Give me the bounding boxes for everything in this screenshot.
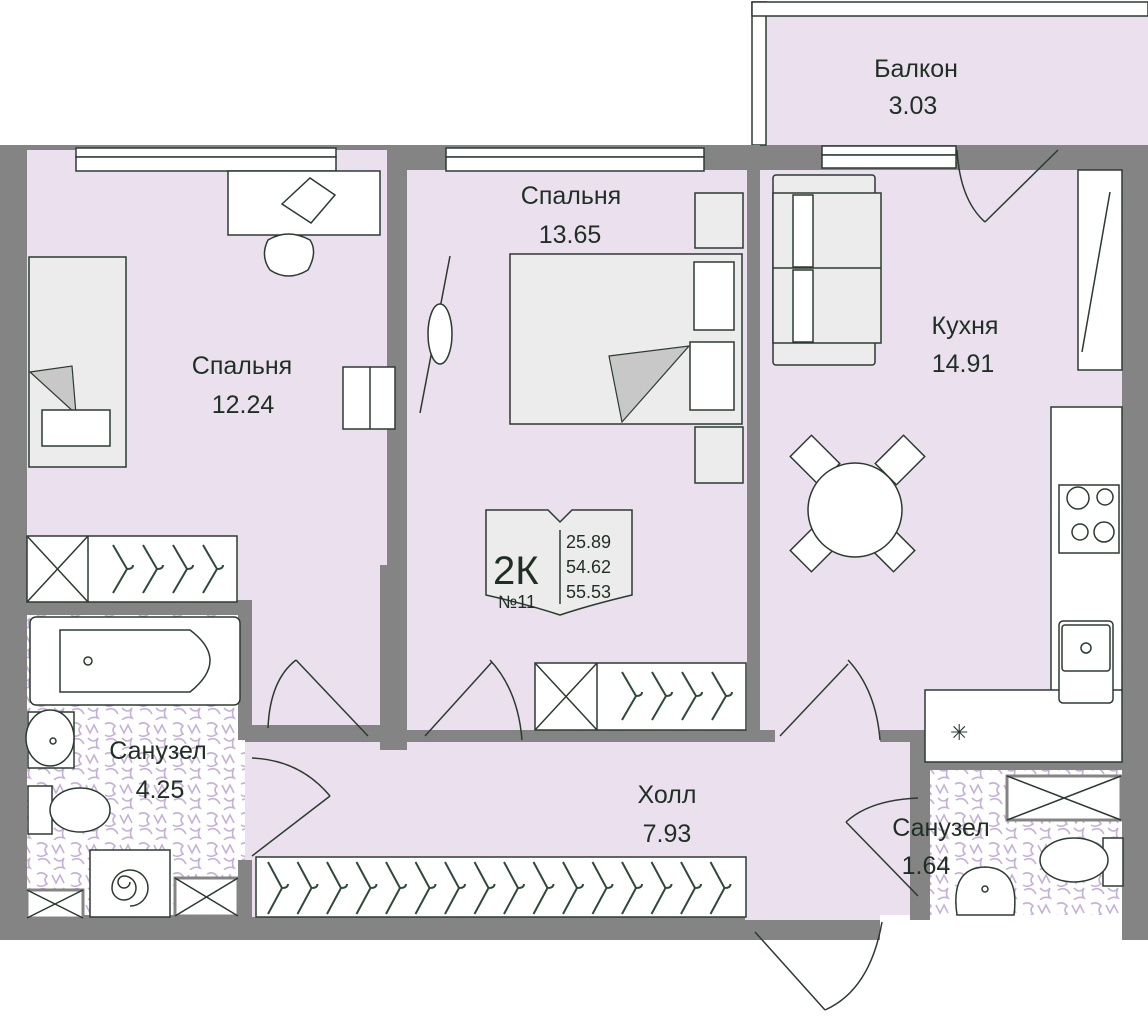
hanger-icon <box>562 861 584 915</box>
hanger-icon <box>532 861 555 915</box>
kitchen-area: 14.91 <box>932 350 995 378</box>
hanger-icon <box>172 544 194 594</box>
bedroom-center-area: 13.65 <box>539 221 602 249</box>
balcony-area: 3.03 <box>889 92 938 120</box>
hanger-icon <box>296 861 319 915</box>
sink-icon <box>25 709 75 769</box>
bathroom-right-area: 1.64 <box>902 852 951 880</box>
area-badge: 2К №11 25.89 54.62 55.53 <box>485 509 633 616</box>
bathtub-icon <box>29 616 241 706</box>
chair-icon <box>263 233 315 277</box>
wardrobe-bedroom-center <box>534 662 747 731</box>
doors[interactable] <box>251 149 1059 1011</box>
tv-kitchen-icon <box>1077 169 1123 371</box>
bathroom-right-fixtures <box>955 774 1124 916</box>
hanger-icon <box>651 671 673 721</box>
hanger-icon <box>202 544 224 594</box>
hanger-icon <box>142 544 164 594</box>
kitchen-counter: ✳ <box>924 406 1123 763</box>
hanger-icon <box>444 861 466 915</box>
laptop-icon <box>280 177 337 224</box>
hanger-icon <box>267 861 289 915</box>
partitions <box>20 145 1148 940</box>
hanger-icon <box>650 861 673 915</box>
bedroom-center-furniture <box>419 192 744 484</box>
fridge-icon: ✳ <box>950 720 968 745</box>
hanger-icon <box>326 861 348 915</box>
bathroom-left-name: Санузел <box>109 737 206 765</box>
wardrobe-bedroom-left <box>26 535 238 603</box>
bathroom-left-fixtures <box>25 616 241 920</box>
bedroom-left-name: Спальня <box>192 352 292 380</box>
bathroom-left-area: 4.25 <box>136 776 185 804</box>
toilet-right-icon <box>1039 837 1124 887</box>
balcony <box>751 1 1148 148</box>
bedroom-left-area: 12.24 <box>212 391 275 419</box>
hall-area: 7.93 <box>643 820 692 848</box>
hanger-icon <box>355 861 378 915</box>
windows <box>75 145 957 172</box>
area-total: 54.62 <box>566 557 611 577</box>
hanger-icon <box>414 861 437 915</box>
hall-wardrobe <box>255 856 747 918</box>
hanger-icon <box>473 861 496 915</box>
balcony-name: Балкон <box>874 55 958 83</box>
area-living: 25.89 <box>566 532 611 552</box>
apartment-number: №11 <box>498 592 536 612</box>
sofa-icon <box>772 174 882 366</box>
dining-table-icon <box>789 434 926 573</box>
hall-name: Холл <box>638 781 697 809</box>
drying-rack-icon <box>342 366 396 430</box>
hanger-icon <box>621 671 643 721</box>
hanger-icon <box>503 861 525 915</box>
hanger-icon <box>711 671 733 721</box>
apartment-type: 2К <box>493 549 539 593</box>
hanger-icon <box>709 861 732 915</box>
kitchen-name: Кухня <box>932 312 999 340</box>
hanger-icon <box>385 861 407 915</box>
hanger-icon <box>112 544 134 594</box>
hanger-icon <box>621 861 643 915</box>
hanger-icon <box>681 671 703 721</box>
area-with-balcony: 55.53 <box>566 582 611 602</box>
toilet-icon <box>27 785 111 835</box>
bathroom-right-name: Санузел <box>892 814 989 842</box>
washing-machine-icon <box>89 849 171 918</box>
bedroom-center-name: Спальня <box>521 182 621 210</box>
kitchen-furniture: ✳ <box>772 169 1123 763</box>
bedroom-left-furniture <box>28 170 396 468</box>
sink-right-icon <box>955 866 1016 916</box>
room-labels: Балкон 3.03 Спальня 12.24 Спальня 13.65 … <box>109 55 998 880</box>
hanger-icon <box>680 861 702 915</box>
tv-icon <box>419 255 453 414</box>
hanger-icon <box>591 861 614 915</box>
